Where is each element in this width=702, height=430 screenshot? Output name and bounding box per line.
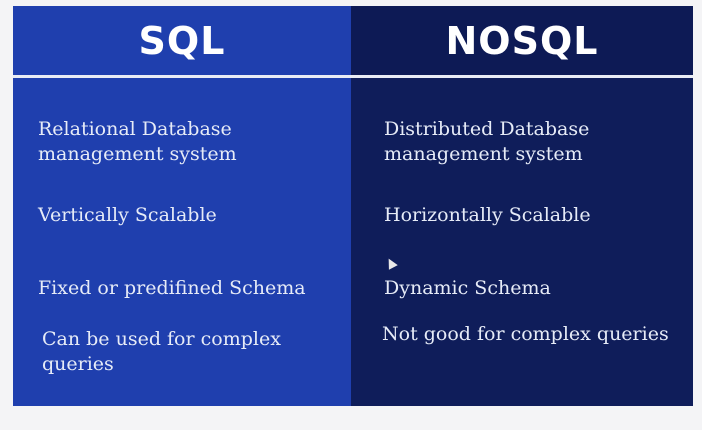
sql-heading: SQL (138, 18, 226, 63)
sql-item-complex-queries: Can be used for complex queries (42, 328, 281, 375)
nosql-item-complex-queries: Not good for complex queries (382, 323, 669, 345)
header-divider (13, 75, 693, 78)
nosql-item-management-system: Distributed Database management system (384, 118, 590, 165)
sql-item-scalability: Vertically Scalable (38, 204, 217, 226)
nosql-heading: NOSQL (351, 6, 693, 75)
nosql-item-scalability: Horizontally Scalable (384, 204, 591, 226)
sql-item-schema: Fixed or predifined Schema (38, 277, 306, 299)
comparison-slide: SQL Relational Database management syste… (13, 6, 693, 406)
nosql-item-schema: Dynamic Schema (384, 277, 551, 299)
sql-column: SQL Relational Database management syste… (13, 6, 351, 406)
sql-item-management-system: Relational Database management system (38, 118, 237, 165)
nosql-column: NOSQL Distributed Database management sy… (351, 6, 693, 406)
